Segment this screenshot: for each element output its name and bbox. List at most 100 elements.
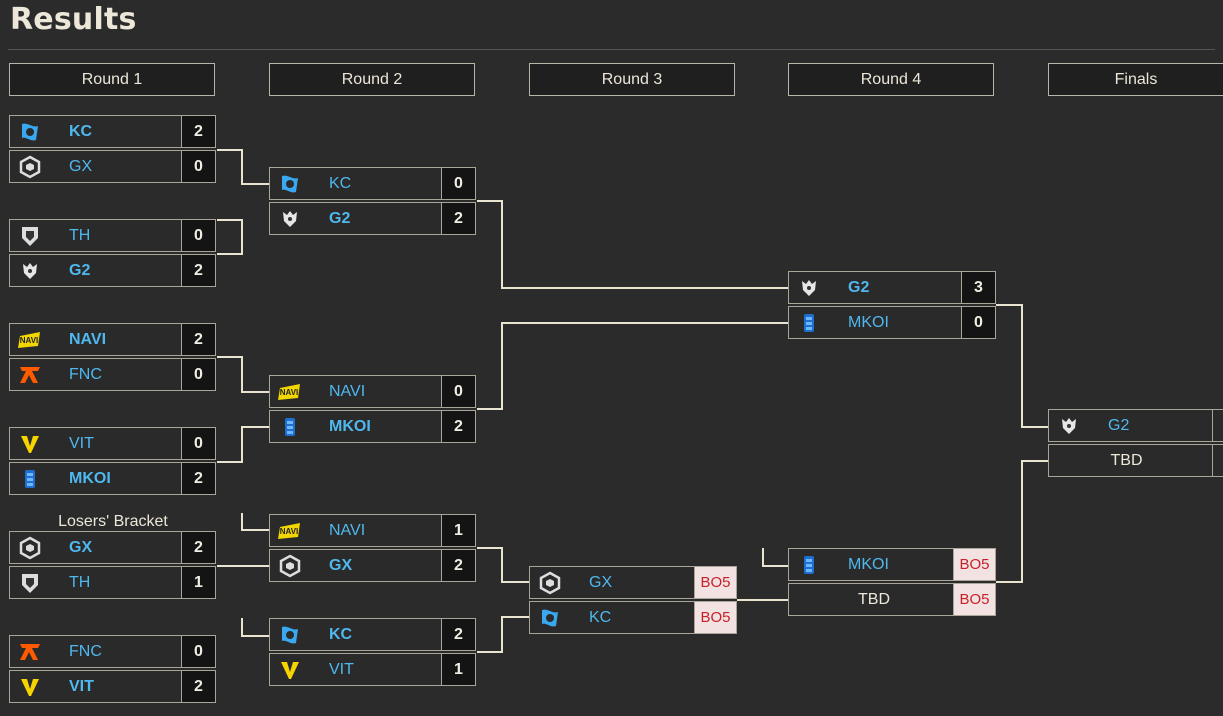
team-name: NAVI	[69, 331, 107, 348]
match-row[interactable]: MKOI BO5	[788, 548, 996, 581]
score: 2	[181, 324, 215, 355]
team-name: GX	[329, 557, 353, 574]
match-row[interactable]: TH 0	[9, 219, 216, 252]
match-row[interactable]: G2 3	[788, 271, 996, 304]
match-row[interactable]: TH 1	[9, 566, 216, 599]
score: 2	[441, 411, 475, 442]
match-row[interactable]: G2 2	[269, 202, 476, 235]
match-row[interactable]: KC BO5	[529, 601, 737, 634]
match-row[interactable]: MKOI 2	[9, 462, 216, 495]
gx-logo-icon	[278, 554, 302, 578]
score: 2	[181, 255, 215, 286]
round-1-header: Round 1	[9, 63, 215, 96]
score: 0	[181, 220, 215, 251]
match-row[interactable]: VIT 1	[269, 653, 476, 686]
team-name: TH	[69, 227, 91, 244]
score: 0	[961, 307, 995, 338]
match-row[interactable]: GX 2	[269, 549, 476, 582]
score: 0	[181, 636, 215, 667]
round-3-header: Round 3	[529, 63, 735, 96]
team-name: KC	[329, 626, 353, 643]
th-logo-icon	[18, 571, 42, 595]
mkoi-logo-icon	[797, 311, 821, 335]
final-score-separator	[1212, 445, 1213, 476]
score: 0	[441, 168, 475, 199]
vit-logo-icon	[278, 658, 302, 682]
team-name: G2	[848, 279, 870, 296]
vit-logo-icon	[18, 675, 42, 699]
team-name: G2	[69, 262, 91, 279]
match-row[interactable]: NAVI NAVI 2	[9, 323, 216, 356]
match-row[interactable]: TBD BO5	[788, 583, 996, 616]
team-name: NAVI	[329, 383, 366, 400]
score: 2	[441, 619, 475, 650]
finals-header: Finals	[1048, 63, 1223, 96]
page-title: Results	[10, 2, 137, 37]
team-name: MKOI	[848, 556, 889, 573]
th-logo-icon	[18, 224, 42, 248]
match-row[interactable]: TBD	[1048, 444, 1223, 477]
gx-logo-icon	[538, 571, 562, 595]
bo5-badge: BO5	[694, 602, 736, 633]
match-row[interactable]: GX 2	[9, 531, 216, 564]
navi-logo-icon: NAVI	[278, 380, 302, 404]
score: 0	[181, 428, 215, 459]
match-row[interactable]: NAVI NAVI 0	[269, 375, 476, 408]
team-name: G2	[1108, 417, 1130, 434]
bo5-badge: BO5	[694, 567, 736, 598]
match-row[interactable]: VIT 0	[9, 427, 216, 460]
match-row[interactable]: G2	[1048, 409, 1223, 442]
team-name: VIT	[329, 661, 354, 678]
gx-logo-icon	[18, 155, 42, 179]
bo5-badge: BO5	[953, 549, 995, 580]
g2-logo-icon	[18, 259, 42, 283]
match-row[interactable]: G2 2	[9, 254, 216, 287]
team-name: MKOI	[329, 418, 371, 435]
team-name: FNC	[69, 643, 102, 660]
team-name: GX	[69, 539, 93, 556]
match-row[interactable]: FNC 0	[9, 358, 216, 391]
match-row[interactable]: KC 0	[269, 167, 476, 200]
mkoi-logo-icon	[797, 553, 821, 577]
g2-logo-icon	[1057, 414, 1081, 438]
kc-logo-icon	[18, 120, 42, 144]
score: 3	[961, 272, 995, 303]
score: 2	[181, 671, 215, 702]
score: 1	[181, 567, 215, 598]
score: 2	[181, 116, 215, 147]
match-row[interactable]: MKOI 2	[269, 410, 476, 443]
score: 1	[441, 654, 475, 685]
match-row[interactable]: VIT 2	[9, 670, 216, 703]
match-row[interactable]: MKOI 0	[788, 306, 996, 339]
team-name: GX	[589, 574, 613, 591]
match-row[interactable]: KC 2	[9, 115, 216, 148]
kc-logo-icon	[278, 172, 302, 196]
team-name: VIT	[69, 678, 94, 695]
round-2-header: Round 2	[269, 63, 475, 96]
match-row[interactable]: NAVI NAVI 1	[269, 514, 476, 547]
mkoi-logo-icon	[278, 415, 302, 439]
svg-text:NAVI: NAVI	[20, 336, 39, 345]
team-name: TBD	[1110, 452, 1143, 469]
team-name: KC	[329, 175, 352, 192]
match-row[interactable]: KC 2	[269, 618, 476, 651]
team-name: KC	[69, 123, 93, 140]
team-name: MKOI	[848, 314, 889, 331]
team-name: VIT	[69, 435, 94, 452]
vit-logo-icon	[18, 432, 42, 456]
score: 2	[441, 203, 475, 234]
score: 2	[181, 463, 215, 494]
match-row[interactable]: GX BO5	[529, 566, 737, 599]
score: 1	[441, 515, 475, 546]
score: 2	[181, 532, 215, 563]
svg-text:NAVI: NAVI	[280, 527, 299, 536]
match-row[interactable]: GX 0	[9, 150, 216, 183]
score: 0	[181, 359, 215, 390]
round-4-header: Round 4	[788, 63, 994, 96]
match-row[interactable]: FNC 0	[9, 635, 216, 668]
team-name: G2	[329, 210, 351, 227]
losers-bracket-label: Losers' Bracket	[58, 513, 168, 530]
team-name: GX	[69, 158, 93, 175]
navi-logo-icon: NAVI	[278, 519, 302, 543]
